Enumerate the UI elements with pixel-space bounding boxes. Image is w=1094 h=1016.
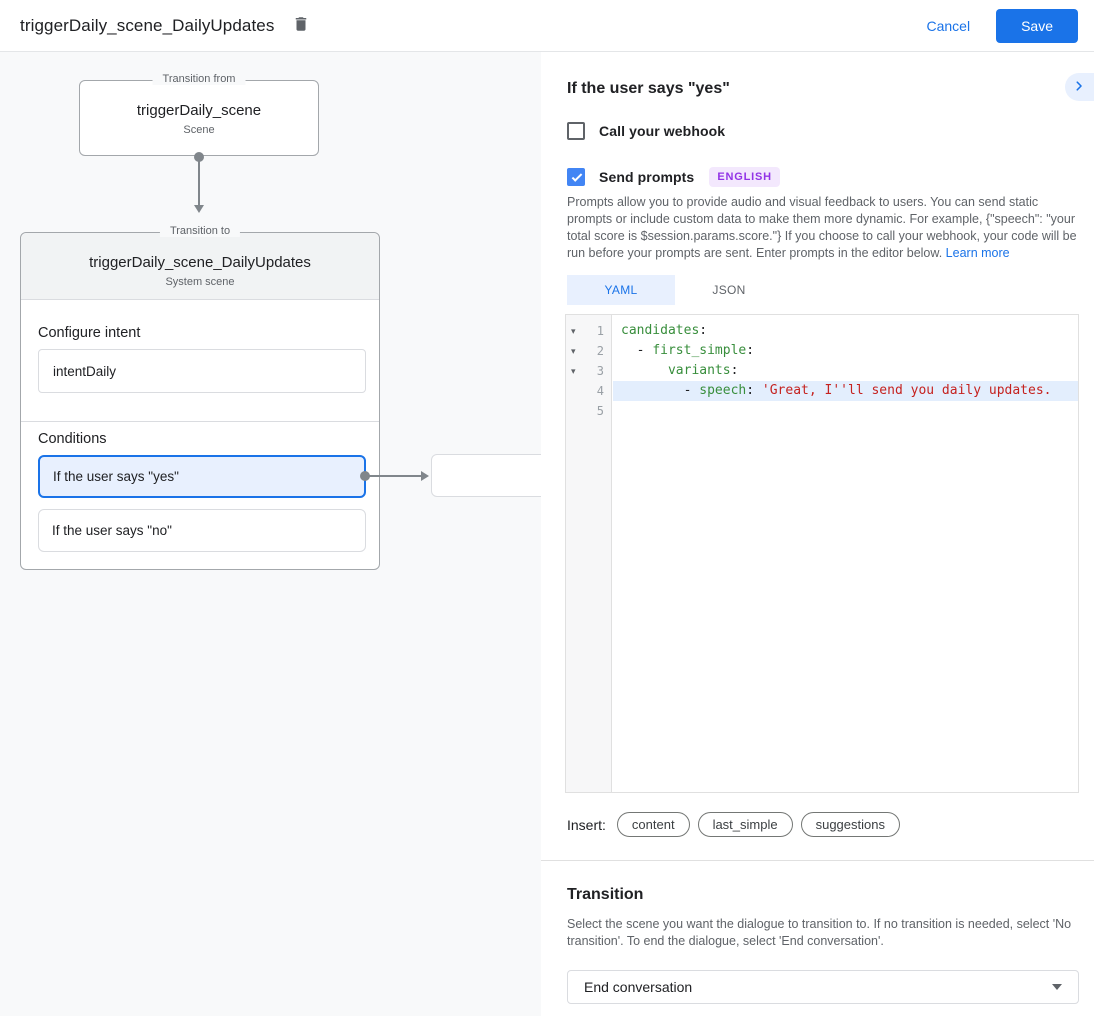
- arrow-down-icon: [194, 205, 204, 213]
- line-number: 5: [596, 404, 604, 418]
- line-number: 2: [596, 344, 604, 358]
- send-prompts-checkbox[interactable]: [567, 168, 585, 186]
- insert-content-chip[interactable]: content: [616, 812, 690, 837]
- cancel-button[interactable]: Cancel: [926, 17, 971, 34]
- code-line[interactable]: ▾1 candidates:: [566, 321, 1078, 341]
- prompt-code-editor[interactable]: ▾1 candidates: ▾2 - first_simple: ▾3 var…: [565, 314, 1079, 793]
- transition-description: Select the scene you want the dialogue t…: [567, 917, 1072, 948]
- dropdown-caret-icon: [1052, 984, 1062, 990]
- connector-line-horizontal: [369, 475, 422, 477]
- topbar: triggerDaily_scene_DailyUpdates Cancel S…: [0, 0, 1094, 52]
- send-prompts-label: Send prompts: [599, 169, 695, 185]
- from-scene-name: triggerDaily_scene: [136, 102, 262, 119]
- to-scene-header: triggerDaily_scene_DailyUpdates System s…: [21, 233, 379, 300]
- call-webhook-checkbox[interactable]: [567, 122, 585, 140]
- to-scene-name: triggerDaily_scene_DailyUpdates: [89, 254, 311, 271]
- code-line[interactable]: 5: [566, 401, 1078, 421]
- tab-yaml[interactable]: YAML: [567, 275, 675, 305]
- conditions-label: Conditions: [38, 431, 107, 447]
- next-node-card[interactable]: [431, 454, 541, 497]
- line-number: 4: [596, 384, 604, 398]
- line-number: 1: [596, 324, 604, 338]
- code-line-highlighted[interactable]: 4 - speech: 'Great, I''ll send you daily…: [566, 381, 1078, 401]
- panel-title: If the user says "yes": [567, 80, 730, 97]
- transition-select-value: End conversation: [584, 979, 693, 995]
- connector-line-vertical: [198, 157, 200, 207]
- insert-label: Insert:: [567, 816, 606, 833]
- transition-to-legend: Transition to: [159, 225, 241, 237]
- fold-icon[interactable]: ▾: [571, 326, 576, 336]
- condition-item-yes[interactable]: If the user says "yes": [38, 455, 366, 498]
- from-scene-type: Scene: [183, 124, 215, 136]
- learn-more-link[interactable]: Learn more: [945, 246, 1010, 260]
- editor-format-tabs: YAML JSON: [567, 275, 783, 305]
- scene-diagram: Transition from triggerDaily_scene Scene…: [0, 52, 541, 1016]
- condition-item-no[interactable]: If the user says "no": [38, 509, 366, 552]
- code-line[interactable]: ▾2 - first_simple:: [566, 341, 1078, 361]
- tab-json[interactable]: JSON: [712, 283, 746, 297]
- fold-icon[interactable]: ▾: [571, 366, 576, 376]
- transition-from-card[interactable]: Transition from triggerDaily_scene Scene: [79, 73, 319, 156]
- intent-name: intentDaily: [53, 363, 117, 379]
- condition-detail-panel: If the user says "yes" Call your webhook…: [541, 52, 1094, 1016]
- transition-from-legend: Transition from: [152, 73, 246, 85]
- to-scene-type: System scene: [165, 276, 235, 288]
- intent-item[interactable]: intentDaily: [38, 349, 366, 393]
- divider: [21, 421, 379, 422]
- collapse-panel-button[interactable]: [1065, 73, 1094, 101]
- call-webhook-label: Call your webhook: [599, 123, 726, 139]
- divider: [541, 860, 1094, 861]
- connector-dot: [360, 471, 370, 481]
- transition-heading: Transition: [567, 886, 644, 903]
- delete-scene-button[interactable]: [292, 15, 310, 36]
- prompts-description-text: Prompts allow you to provide audio and v…: [567, 195, 1077, 260]
- transition-to-card[interactable]: Transition to triggerDaily_scene_DailyUp…: [20, 225, 380, 570]
- line-number: 3: [596, 364, 604, 378]
- condition-no-label: If the user says "no": [52, 523, 172, 538]
- insert-suggestions-chip[interactable]: suggestions: [800, 812, 900, 837]
- configure-intent-label: Configure intent: [38, 325, 141, 341]
- condition-yes-label: If the user says "yes": [53, 469, 179, 484]
- prompts-description: Prompts allow you to provide audio and v…: [567, 194, 1080, 262]
- save-button[interactable]: Save: [996, 8, 1078, 43]
- page-title: triggerDaily_scene_DailyUpdates: [20, 15, 275, 35]
- arrow-right-icon: [421, 471, 429, 481]
- trash-icon: [292, 15, 310, 36]
- insert-last-simple-chip[interactable]: last_simple: [697, 812, 793, 837]
- fold-icon[interactable]: ▾: [571, 346, 576, 356]
- editor-gutter: [566, 315, 612, 792]
- insert-toolbar: Insert: content last_simple suggestions: [567, 812, 908, 837]
- code-line[interactable]: ▾3 variants:: [566, 361, 1078, 381]
- check-icon: [571, 171, 583, 182]
- transition-select[interactable]: End conversation: [567, 970, 1079, 1004]
- language-badge: ENGLISH: [709, 167, 780, 187]
- chevron-right-icon: [1072, 79, 1086, 96]
